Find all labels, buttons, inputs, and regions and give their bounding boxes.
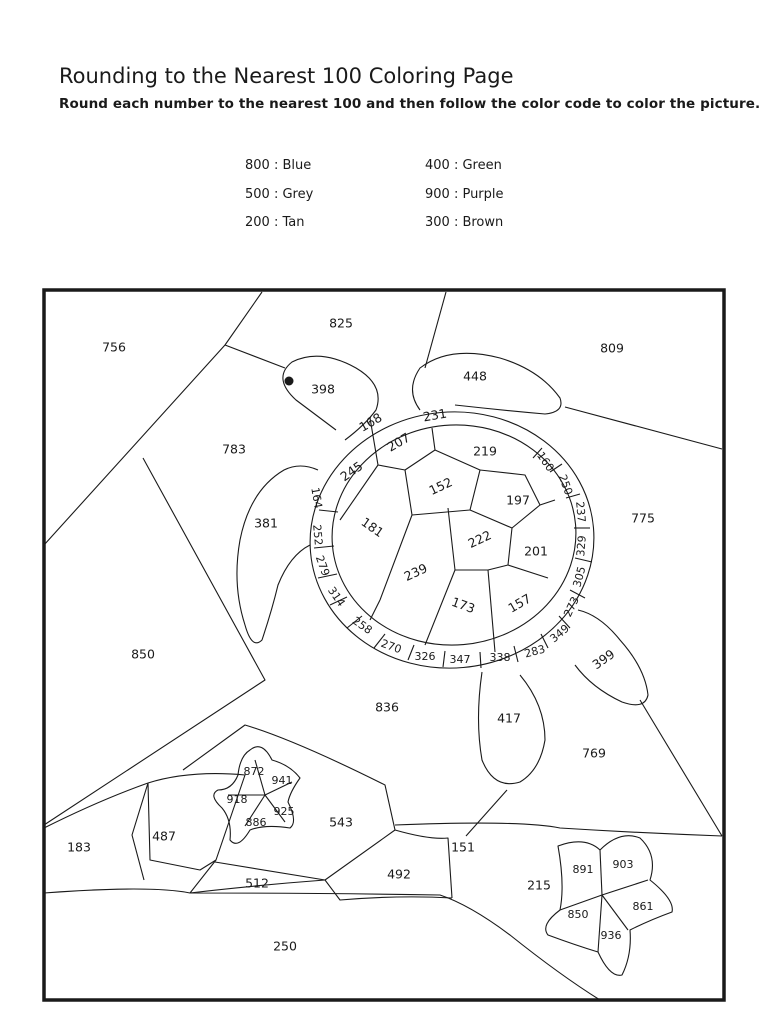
region-label: 918	[227, 793, 248, 806]
region-label: 850	[131, 647, 155, 662]
turtle-eye	[284, 376, 294, 386]
region-label: 825	[329, 316, 353, 331]
color-code-item: 500 : Grey	[245, 186, 314, 202]
region-label: 872	[244, 765, 265, 778]
region-label: 183	[67, 840, 91, 855]
region-label: 252	[310, 524, 325, 546]
region-label: 398	[311, 382, 335, 397]
region-label: 329	[574, 535, 589, 557]
region-label: 326	[415, 650, 436, 663]
region-label: 279	[313, 554, 332, 578]
turtle-front-flipper-left	[236, 465, 319, 644]
region-label: 941	[272, 774, 293, 787]
color-code-item: 800 : Blue	[245, 158, 312, 173]
background-lines	[43, 291, 723, 837]
region-label: 769	[582, 746, 606, 761]
region-label: 891	[573, 863, 594, 876]
color-code-item: 900 : Purple	[425, 186, 504, 202]
ground	[43, 724, 723, 1001]
region-label: 347	[450, 653, 471, 666]
region-label: 201	[524, 544, 548, 559]
picture-frame	[42, 288, 726, 1002]
region-label: 152	[427, 474, 455, 498]
color-code-item: 200 : Tan	[245, 215, 305, 230]
turtle-back-flipper-right	[574, 609, 649, 706]
region-label: 222	[466, 527, 494, 551]
turtle-back-flipper-left	[477, 671, 546, 785]
region-label: 157	[505, 591, 533, 616]
region-label: 925	[274, 805, 295, 818]
region-label: 448	[463, 369, 487, 384]
ground-labels: 183 487 543 512 492 151 215 250	[67, 815, 551, 954]
region-label: 151	[451, 840, 475, 855]
region-label: 250	[556, 473, 575, 497]
region-label: 775	[631, 511, 655, 526]
background-labels: 756 825 809 783 775 850 836 769	[102, 316, 655, 761]
region-label: 250	[273, 939, 297, 954]
starfish-left-labels: 872 941 918 925 886	[227, 765, 295, 829]
region-label: 305	[571, 565, 589, 589]
region-label: 487	[152, 829, 176, 844]
color-code-item: 300 : Brown	[425, 215, 504, 230]
region-label: 903	[613, 858, 634, 871]
starfish-left	[213, 746, 301, 844]
region-label: 197	[506, 493, 530, 508]
region-label: 164	[308, 486, 324, 509]
color-code-right: 400 : Green 900 : Purple 300 : Brown	[425, 152, 504, 238]
region-label: 512	[245, 876, 269, 891]
color-code-item: 400 : Green	[425, 158, 502, 173]
page-title: Rounding to the Nearest 100 Coloring Pag…	[59, 64, 514, 88]
turtle	[236, 352, 649, 785]
shell-outer	[309, 411, 595, 669]
region-label: 273	[561, 595, 582, 620]
region-label: 756	[102, 340, 126, 355]
region-label: 237	[573, 501, 588, 523]
shell-rim-segments	[313, 447, 593, 669]
region-label: 861	[633, 900, 654, 913]
turtle-head	[282, 355, 379, 441]
region-label: 381	[254, 516, 278, 531]
starfish-right	[545, 835, 673, 976]
region-label: 173	[450, 594, 478, 616]
region-label: 836	[375, 700, 399, 715]
region-label: 338	[490, 651, 511, 664]
starfish-right-labels: 891 903 850 861 936	[568, 858, 654, 942]
region-label: 181	[358, 514, 386, 540]
region-label: 283	[523, 643, 547, 661]
shell-plate-lines	[339, 417, 556, 653]
region-label: 809	[600, 341, 624, 356]
region-label: 886	[246, 816, 267, 829]
region-label: 239	[402, 560, 430, 584]
region-label: 215	[527, 878, 551, 893]
instructions: Round each number to the nearest 100 and…	[59, 96, 761, 112]
region-label: 492	[387, 867, 411, 882]
region-label: 543	[329, 815, 353, 830]
turtle-front-flipper-right	[411, 352, 562, 415]
region-label: 783	[222, 442, 246, 457]
region-label: 417	[497, 711, 521, 726]
region-label: 850	[568, 908, 589, 921]
region-label: 399	[589, 646, 617, 672]
color-code-left: 800 : Blue 500 : Grey 200 : Tan	[245, 152, 313, 238]
region-label: 231	[422, 406, 448, 425]
region-label: 936	[601, 929, 622, 942]
region-label: 219	[473, 444, 497, 459]
